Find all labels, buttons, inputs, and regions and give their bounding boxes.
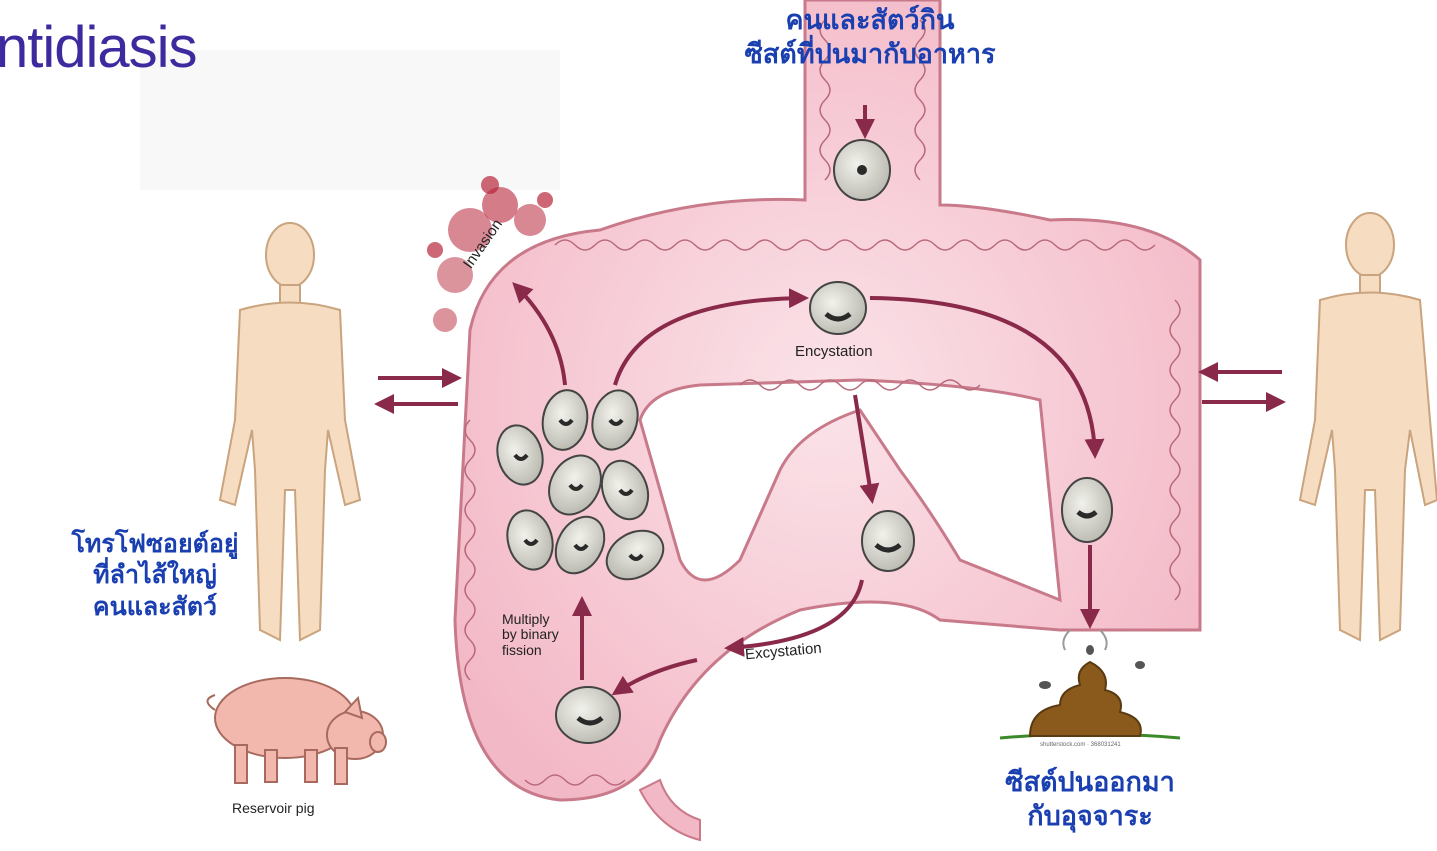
encystation-label: Encystation — [795, 343, 873, 360]
multiply-label-line: by binary — [502, 627, 559, 642]
page-title: ntidiasis — [0, 14, 197, 81]
trophozoite-caption: โทรโฟซอยต์อยู่ ที่ลำไส้ใหญ่ คนและสัตว์ — [0, 528, 310, 622]
excreted-caption-line: ซีสต์ปนออกมา — [940, 766, 1240, 800]
cyst-icon — [834, 140, 890, 200]
trophozoite-caption-line: ที่ลำไส้ใหญ่ — [0, 559, 310, 590]
ingest-caption-line: คนและสัตว์กิน — [660, 4, 1080, 38]
excreted-caption: ซีสต์ปนออกมา กับอุจจาระ — [940, 766, 1240, 834]
multiply-label-line: fission — [502, 643, 559, 658]
human-figure-icon — [1300, 213, 1437, 640]
ingest-caption: คนและสัตว์กิน ซีสต์ที่ปนมากับอาหาร — [660, 4, 1080, 72]
reservoir-label: Reservoir pig — [232, 800, 314, 816]
cyst-icon — [1062, 478, 1112, 542]
right-exchange-arrows — [1202, 372, 1282, 402]
ingest-caption-line: ซีสต์ที่ปนมากับอาหาร — [660, 38, 1080, 72]
trophozoite-caption-line: โทรโฟซอยต์อยู่ — [0, 528, 310, 559]
pig-icon — [208, 678, 387, 784]
cyst-icon — [862, 511, 914, 571]
left-exchange-arrows — [378, 378, 458, 404]
trophozoite-caption-line: คนและสัตว์ — [0, 591, 310, 622]
cyst-icon — [810, 282, 866, 334]
multiply-label-line: Multiply — [502, 612, 559, 627]
excreted-caption-line: กับอุจจาระ — [940, 800, 1240, 834]
multiply-label: Multiply by binary fission — [502, 612, 559, 658]
watermark: shutterstock.com · 368031241 — [1040, 742, 1121, 748]
cyst-icon — [556, 687, 620, 743]
background-paper — [140, 50, 560, 190]
